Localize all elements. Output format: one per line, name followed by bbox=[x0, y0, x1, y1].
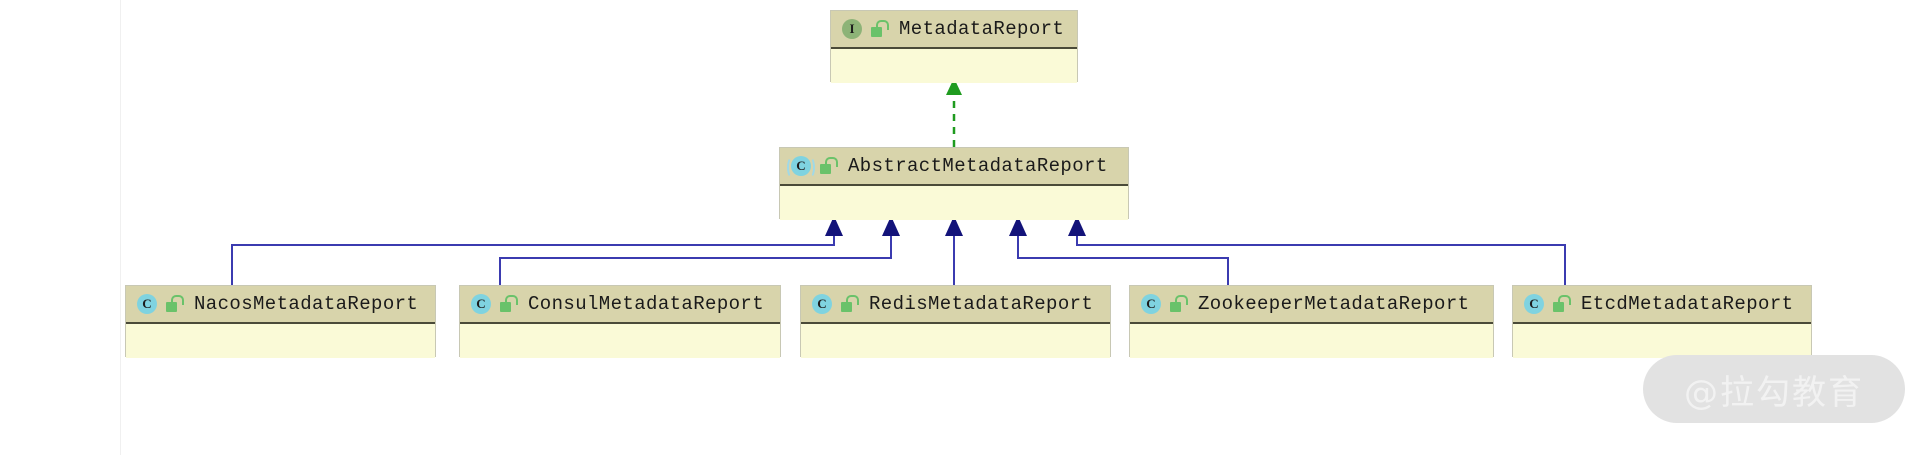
node-title-redis-metadata-report: RedisMetadataReport bbox=[869, 293, 1094, 315]
padlock-body bbox=[871, 27, 882, 37]
uml-node-redis-metadata-report[interactable]: C RedisMetadataReport bbox=[800, 285, 1111, 358]
node-title-abstract-metadata-report: AbstractMetadataReport bbox=[848, 155, 1108, 177]
unlocked-padlock-icon bbox=[1170, 295, 1188, 313]
padlock-shackle bbox=[505, 295, 518, 305]
edge-generalization-zookeeper bbox=[1009, 216, 1229, 285]
watermark: @拉勾教育 bbox=[1643, 355, 1905, 423]
node-members-zookeeper-metadata-report bbox=[1130, 324, 1493, 358]
unlocked-padlock-icon bbox=[841, 295, 859, 313]
node-title-nacos-metadata-report: NacosMetadataReport bbox=[194, 293, 419, 315]
node-members-redis-metadata-report bbox=[801, 324, 1110, 358]
node-members-consul-metadata-report bbox=[460, 324, 780, 358]
padlock-shackle bbox=[825, 157, 838, 167]
padlock-body bbox=[820, 164, 831, 174]
node-members-nacos-metadata-report bbox=[126, 324, 435, 358]
unlocked-padlock-icon bbox=[166, 295, 184, 313]
class-icon-letter: C bbox=[137, 294, 157, 314]
interface-icon-letter: I bbox=[842, 19, 862, 39]
node-header-metadata-report: I MetadataReport bbox=[831, 11, 1077, 49]
class-icon: C bbox=[136, 293, 158, 315]
node-title-consul-metadata-report: ConsulMetadataReport bbox=[528, 293, 765, 315]
padlock-body bbox=[500, 302, 511, 312]
padlock-body bbox=[1170, 302, 1181, 312]
node-header-redis-metadata-report: C RedisMetadataReport bbox=[801, 286, 1110, 324]
padlock-body bbox=[1553, 302, 1564, 312]
node-members-etcd-metadata-report bbox=[1513, 324, 1811, 358]
uml-node-zookeeper-metadata-report[interactable]: C ZookeeperMetadataReport bbox=[1129, 285, 1494, 358]
node-header-etcd-metadata-report: C EtcdMetadataReport bbox=[1513, 286, 1811, 324]
node-header-nacos-metadata-report: C NacosMetadataReport bbox=[126, 286, 435, 324]
padlock-shackle bbox=[1175, 295, 1188, 305]
padlock-shackle bbox=[876, 20, 889, 30]
abstract-class-icon: C bbox=[787, 155, 815, 178]
class-icon-letter: C bbox=[812, 294, 832, 314]
edge-generalization-redis bbox=[945, 216, 963, 285]
node-header-zookeeper-metadata-report: C ZookeeperMetadataReport bbox=[1130, 286, 1493, 324]
class-icon: C bbox=[1140, 293, 1162, 315]
uml-node-nacos-metadata-report[interactable]: C NacosMetadataReport bbox=[125, 285, 436, 358]
class-icon-letter: C bbox=[471, 294, 491, 314]
abstract-class-icon-letter: C bbox=[791, 156, 811, 176]
unlocked-padlock-icon bbox=[500, 295, 518, 313]
unlocked-padlock-icon bbox=[820, 157, 838, 175]
node-title-etcd-metadata-report: EtcdMetadataReport bbox=[1581, 293, 1794, 315]
uml-node-abstract-metadata-report[interactable]: C AbstractMetadataReport bbox=[779, 147, 1129, 220]
node-header-consul-metadata-report: C ConsulMetadataReport bbox=[460, 286, 780, 324]
node-members-abstract-metadata-report bbox=[780, 186, 1128, 220]
uml-node-etcd-metadata-report[interactable]: C EtcdMetadataReport bbox=[1512, 285, 1812, 358]
watermark-text: @拉勾教育 bbox=[1684, 372, 1864, 413]
edge-generalization-consul bbox=[499, 216, 900, 285]
padlock-shackle bbox=[1558, 295, 1571, 305]
unlocked-padlock-icon bbox=[871, 20, 889, 38]
class-icon-letter: C bbox=[1524, 294, 1544, 314]
class-icon: C bbox=[1523, 293, 1545, 315]
class-icon: C bbox=[811, 293, 833, 315]
class-icon-letter: C bbox=[1141, 294, 1161, 314]
canvas-gutter-line bbox=[120, 0, 121, 455]
edge-generalization-etcd bbox=[1068, 216, 1566, 285]
padlock-shackle bbox=[171, 295, 184, 305]
edge-generalization-nacos bbox=[231, 216, 843, 285]
uml-node-metadata-report[interactable]: I MetadataReport bbox=[830, 10, 1078, 83]
node-title-metadata-report: MetadataReport bbox=[899, 18, 1065, 40]
padlock-body bbox=[166, 302, 177, 312]
uml-node-consul-metadata-report[interactable]: C ConsulMetadataReport bbox=[459, 285, 781, 358]
class-icon: C bbox=[470, 293, 492, 315]
padlock-body bbox=[841, 302, 852, 312]
unlocked-padlock-icon bbox=[1553, 295, 1571, 313]
node-members-metadata-report bbox=[831, 49, 1077, 83]
edge-realization-abstract-to-interface bbox=[946, 78, 962, 147]
interface-icon: I bbox=[841, 18, 863, 40]
node-title-zookeeper-metadata-report: ZookeeperMetadataReport bbox=[1198, 293, 1470, 315]
node-header-abstract-metadata-report: C AbstractMetadataReport bbox=[780, 148, 1128, 186]
padlock-shackle bbox=[846, 295, 859, 305]
